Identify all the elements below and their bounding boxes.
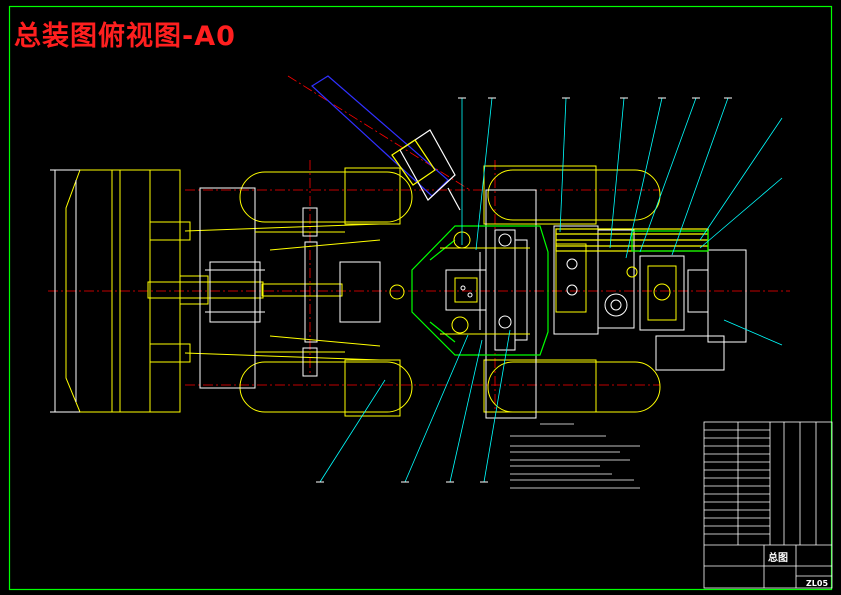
boom-linkage	[147, 221, 405, 363]
drawing-title: 总装图俯视图-A0	[14, 21, 236, 52]
steering-cylinder	[311, 75, 461, 211]
drawing-border-frame	[8, 5, 833, 591]
title-block-name: 总图	[768, 551, 788, 564]
front-axle-tires	[199, 167, 413, 417]
leader-end-ticks	[316, 97, 732, 483]
title-block	[703, 421, 833, 589]
articulation-joint	[411, 225, 549, 356]
engine-gearbox	[553, 225, 747, 371]
radiator	[555, 228, 709, 252]
hinge-detail	[440, 229, 530, 351]
bucket-assembly	[50, 169, 181, 413]
title-block-drawing-number: ZL05	[806, 579, 828, 588]
technical-notes-block	[510, 423, 640, 489]
center-lines	[48, 75, 790, 410]
part-leader-lines	[319, 97, 783, 483]
